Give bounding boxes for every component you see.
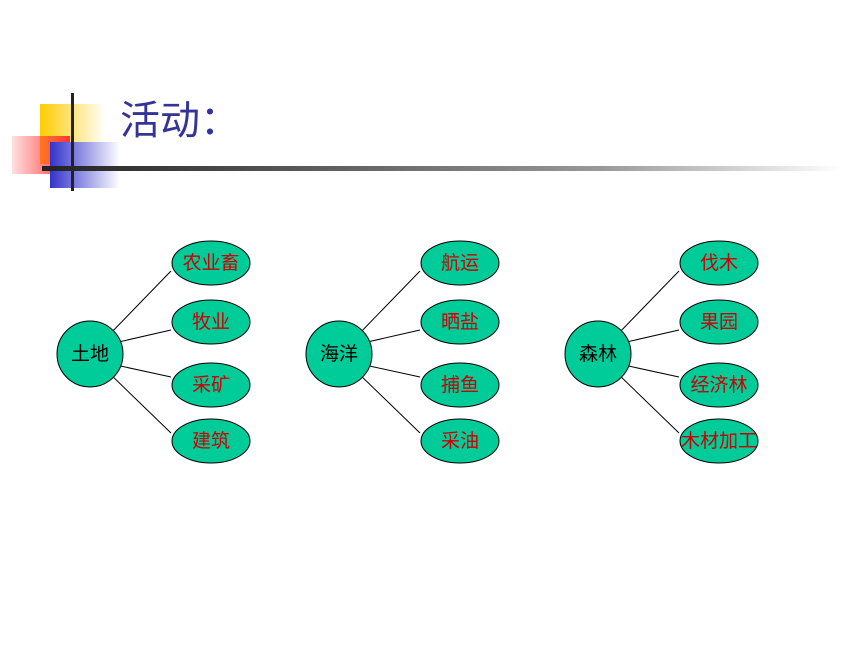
- leaf-node: [679, 362, 759, 408]
- leaf-label: 建筑: [192, 430, 230, 452]
- hub-node: [564, 320, 632, 388]
- title-decoration: [12, 93, 842, 191]
- hub-node: [305, 320, 373, 388]
- leaf-label: 经济林: [690, 374, 747, 396]
- leaf-label: 航运: [441, 252, 479, 274]
- leaf-node: [420, 418, 500, 464]
- leaf-node: [420, 362, 500, 408]
- leaf-label: 伐木: [700, 252, 738, 274]
- leaf-node: [679, 418, 759, 464]
- leaf-node: [171, 240, 251, 286]
- hub-label: 海洋: [320, 343, 358, 365]
- title-underline: [42, 166, 842, 171]
- leaf-node: [171, 362, 251, 408]
- leaf-label: 晒盐: [441, 311, 479, 333]
- hub-label: 土地: [71, 343, 109, 365]
- connector-line: [107, 371, 172, 434]
- connector-line: [615, 270, 680, 337]
- leaf-node: [679, 299, 759, 345]
- leaf-label: 木材加工: [681, 430, 757, 452]
- leaf-label: 果园: [700, 311, 738, 333]
- connector-line: [356, 371, 421, 434]
- deco-blue-square: [50, 142, 120, 188]
- leaf-node: [420, 299, 500, 345]
- leaf-label: 捕鱼: [441, 374, 479, 396]
- leaf-node: [171, 418, 251, 464]
- leaf-label: 牧业: [192, 311, 230, 333]
- leaf-node: [420, 240, 500, 286]
- connector-line: [615, 371, 680, 434]
- connector-line: [356, 270, 421, 337]
- leaf-label: 采油: [441, 430, 479, 452]
- hub-node: [56, 320, 124, 388]
- leaf-label: 采矿: [192, 374, 230, 396]
- leaf-node: [679, 240, 759, 286]
- connector-line: [107, 270, 172, 337]
- deco-vertical-line: [71, 93, 74, 191]
- hub-label: 森林: [579, 343, 617, 365]
- leaf-node: [171, 299, 251, 345]
- leaf-label: 农业畜: [182, 252, 239, 274]
- page-title: 活动：: [120, 98, 240, 144]
